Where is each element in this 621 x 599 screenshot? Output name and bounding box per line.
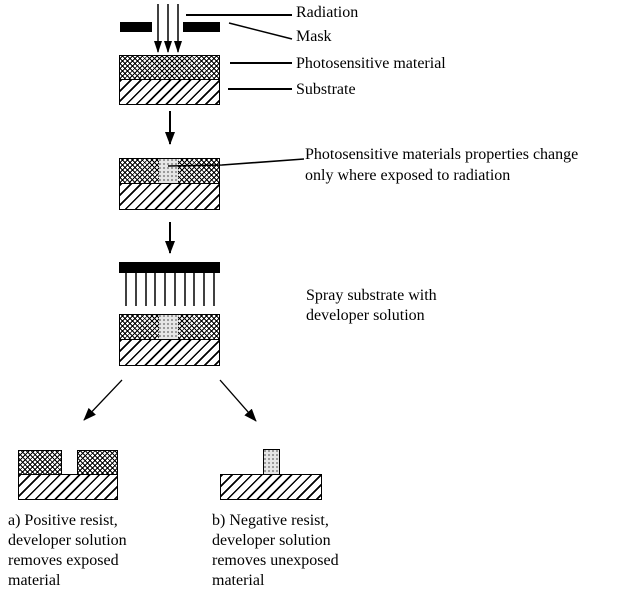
negative-resist-caption-line1: b) Negative resist, bbox=[212, 512, 329, 529]
mask-bar-left bbox=[120, 22, 152, 32]
branch-left-arrow-icon bbox=[83, 379, 123, 421]
exposure-note-line2: only where exposed to radiation bbox=[305, 167, 511, 184]
mask-label: Mask bbox=[296, 28, 332, 45]
negative-resist-caption: b) Negative resist, developer solution r… bbox=[212, 511, 339, 591]
negative-resist-substrate bbox=[220, 474, 322, 500]
photosensitive-material-label: Photosensitive material bbox=[296, 55, 446, 72]
stage1-substrate-layer bbox=[119, 79, 220, 105]
stage2-exposed-region bbox=[159, 159, 178, 183]
spray-note-line1: Spray substrate with bbox=[306, 287, 437, 304]
positive-resist-right-block bbox=[77, 450, 118, 475]
positive-resist-caption-line1: a) Positive resist, bbox=[8, 512, 118, 529]
positive-resist-caption-line3: removes exposed bbox=[8, 552, 119, 569]
positive-resist-caption-line2: developer solution bbox=[8, 532, 127, 549]
positive-resist-caption: a) Positive resist, developer solution r… bbox=[8, 511, 127, 591]
radiation-rays-icon bbox=[154, 4, 182, 53]
mask-bar-right bbox=[183, 22, 220, 32]
mask-leader-line bbox=[228, 22, 293, 40]
substrate-label: Substrate bbox=[296, 81, 356, 98]
spray-head-bar bbox=[119, 262, 220, 273]
exposure-note: Photosensitive materials properties chan… bbox=[305, 144, 578, 186]
negative-resist-caption-line2: developer solution bbox=[212, 532, 331, 549]
positive-resist-left-block bbox=[18, 450, 62, 475]
positive-resist-substrate bbox=[18, 474, 118, 500]
negative-resist-caption-line3: removes unexposed bbox=[212, 552, 339, 569]
positive-resist-caption-line4: material bbox=[8, 572, 61, 589]
stage3-exposed-region bbox=[159, 315, 178, 339]
branch-right-arrow-icon bbox=[219, 379, 257, 422]
exposure-note-line1: Photosensitive materials properties chan… bbox=[305, 146, 579, 163]
negative-resist-remaining-block bbox=[263, 449, 280, 475]
spray-note: Spray substrate with developer solution bbox=[306, 286, 437, 326]
radiation-label: Radiation bbox=[296, 4, 359, 21]
stage1-photosensitive-layer bbox=[119, 55, 220, 80]
negative-resist-caption-line4: material bbox=[212, 572, 265, 589]
spray-note-line2: developer solution bbox=[306, 307, 425, 324]
spray-lines-icon bbox=[125, 273, 215, 306]
stage2-substrate-layer bbox=[119, 183, 220, 210]
stage3-substrate-layer bbox=[119, 339, 220, 366]
